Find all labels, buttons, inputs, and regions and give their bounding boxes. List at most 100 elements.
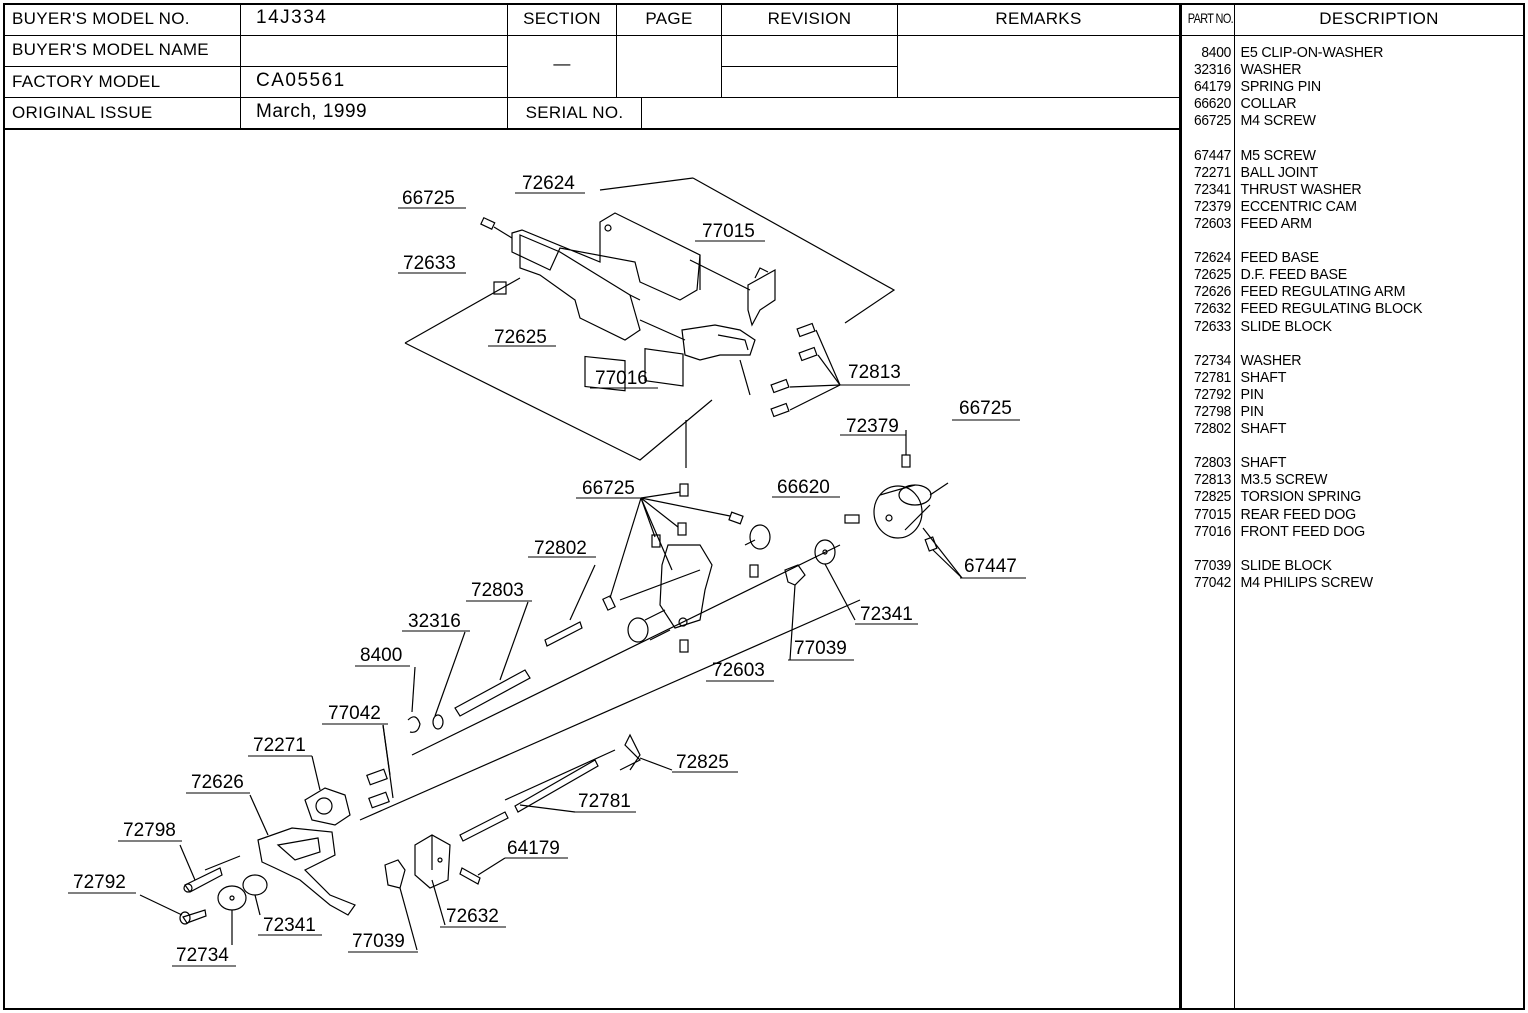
part-number: 72632 <box>1193 300 1231 318</box>
part-row: 67447 M5 SCREW <box>1185 147 1525 164</box>
callout-72341: 72341 <box>263 915 316 936</box>
part-description: M5 SCREW <box>1240 146 1316 164</box>
part-number: 64179 <box>1193 78 1231 96</box>
part-number: 66725 <box>1193 112 1231 130</box>
exploded-parts-diagram: 72624 66725 77015 72633 72625 77016 7281… <box>68 173 1026 967</box>
callout-72803: 72803 <box>471 580 524 601</box>
callout-66725: 66725 <box>959 398 1012 419</box>
callout-64179: 64179 <box>507 838 560 859</box>
part-description: SLIDE BLOCK <box>1240 556 1333 574</box>
part-description: FEED REGULATING BLOCK <box>1240 300 1423 318</box>
callout-72625: 72625 <box>494 327 547 348</box>
page-label: PAGE <box>645 9 693 28</box>
group-gap <box>1185 129 1525 146</box>
callout-66620: 66620 <box>777 477 830 498</box>
part-row: 72624 FEED BASE <box>1185 249 1525 266</box>
part-description: PIN <box>1240 402 1264 420</box>
part-description: TORSION SPRING <box>1240 488 1362 506</box>
hdr-v2 <box>507 3 508 129</box>
frame-right <box>1523 3 1525 1010</box>
part-number: 72813 <box>1193 471 1231 489</box>
hdr-row2b <box>721 66 897 67</box>
description-header: DESCRIPTION <box>1319 9 1439 28</box>
part-number: 72792 <box>1193 385 1231 403</box>
part-number: 72379 <box>1193 197 1231 215</box>
parts-header-line <box>1181 35 1524 36</box>
part-number: 67447 <box>1193 146 1231 164</box>
divider-partno <box>1234 3 1235 1010</box>
callout-72734: 72734 <box>176 945 229 966</box>
part-description: M4 SCREW <box>1240 112 1316 130</box>
part-description: SPRING PIN <box>1240 78 1322 96</box>
callout-77015: 77015 <box>702 221 755 242</box>
callout-72603: 72603 <box>712 660 765 681</box>
part-number: 72626 <box>1193 283 1231 301</box>
factory-model-label: FACTORY MODEL <box>12 72 161 91</box>
part-number: 72603 <box>1193 214 1231 232</box>
original-issue-label: ORIGINAL ISSUE <box>12 103 153 122</box>
part-number: 77039 <box>1193 556 1231 574</box>
part-no-header: PART NO. <box>1187 10 1234 26</box>
callout-77042: 77042 <box>328 703 381 724</box>
part-number: 72624 <box>1193 249 1231 267</box>
callout-66725: 66725 <box>402 188 455 209</box>
divider-main <box>1179 3 1182 1010</box>
part-number: 72798 <box>1193 402 1231 420</box>
hdr-v1 <box>240 3 241 129</box>
hdr-bottom <box>3 128 1179 130</box>
buyers-model-no-label: BUYER'S MODEL NO. <box>12 9 190 28</box>
part-number: 72734 <box>1193 351 1231 369</box>
part-row: 72632 FEED REGULATING BLOCK <box>1185 300 1525 317</box>
group-gap <box>1185 335 1525 352</box>
frame-left <box>3 3 5 1010</box>
part-description: REAR FEED DOG <box>1240 505 1357 523</box>
part-row: 72603 FEED ARM <box>1185 215 1525 232</box>
group-gap <box>1185 437 1525 454</box>
part-description: SHAFT <box>1240 368 1287 386</box>
callout-72271: 72271 <box>253 735 306 756</box>
part-number: 72625 <box>1193 266 1231 284</box>
part-row: 72626 FEED REGULATING ARM <box>1185 283 1525 300</box>
callout-77016: 77016 <box>595 368 648 389</box>
part-description: M4 PHILIPS SCREW <box>1240 573 1374 591</box>
part-description: E5 CLIP-ON-WASHER <box>1240 44 1384 61</box>
callout-67447: 67447 <box>964 556 1017 577</box>
remarks-label: REMARKS <box>995 9 1082 28</box>
part-description: WASHER <box>1240 61 1302 79</box>
part-description: BALL JOINT <box>1240 163 1319 181</box>
frame-bottom <box>3 1008 1525 1010</box>
callout-72632: 72632 <box>446 906 499 927</box>
group-gap <box>1185 232 1525 249</box>
callout-72633: 72633 <box>403 253 456 274</box>
hdr-v5 <box>897 3 898 98</box>
part-row: 8400 E5 CLIP-ON-WASHER <box>1185 44 1525 61</box>
section-label: SECTION <box>523 9 601 28</box>
factory-model-value: CA05561 <box>256 70 346 91</box>
part-number: 77016 <box>1193 522 1231 540</box>
part-description: FRONT FEED DOG <box>1240 522 1366 540</box>
callout-72802: 72802 <box>534 538 587 559</box>
part-number: 8400 <box>1201 44 1231 61</box>
part-number: 72341 <box>1193 180 1231 198</box>
part-description: FEED REGULATING ARM <box>1240 283 1406 301</box>
part-row: 77016 FRONT FEED DOG <box>1185 523 1525 540</box>
revision-label: REVISION <box>767 9 852 28</box>
callout-66725: 66725 <box>582 478 635 499</box>
part-description: M3.5 SCREW <box>1240 471 1328 489</box>
part-description: COLLAR <box>1240 95 1297 113</box>
callout-72792: 72792 <box>73 872 126 893</box>
part-description: FEED ARM <box>1240 214 1313 232</box>
callout-72626: 72626 <box>191 772 244 793</box>
part-description: FEED BASE <box>1240 249 1319 267</box>
